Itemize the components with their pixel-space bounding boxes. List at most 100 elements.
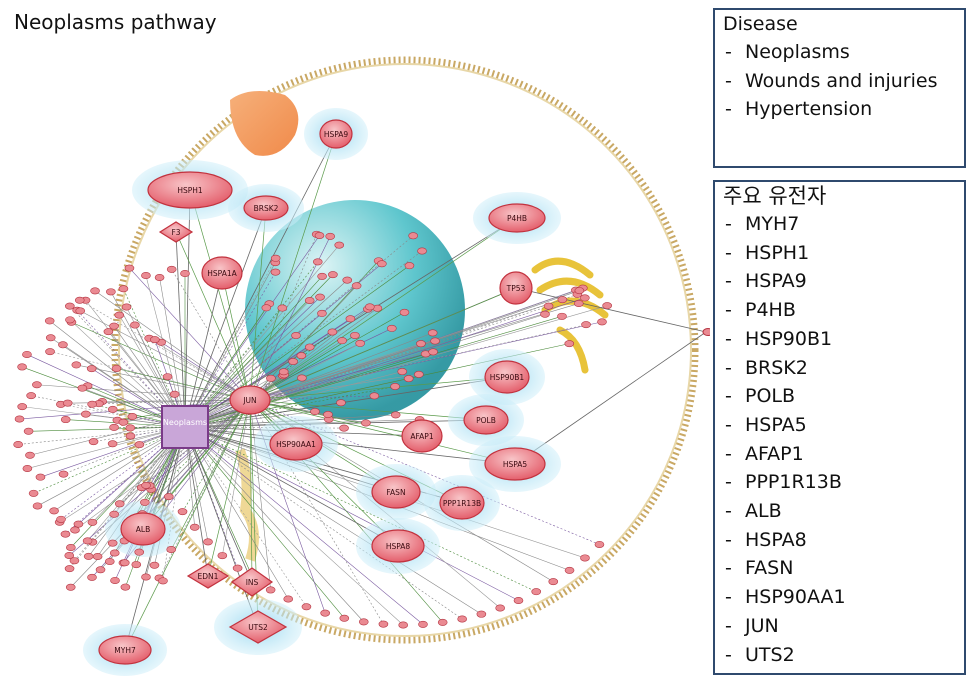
small-node[interactable] bbox=[22, 465, 33, 473]
small-node[interactable] bbox=[361, 419, 371, 427]
small-node[interactable] bbox=[328, 271, 338, 279]
small-node[interactable] bbox=[430, 337, 440, 345]
small-node[interactable] bbox=[130, 321, 140, 329]
small-node[interactable] bbox=[320, 609, 330, 617]
small-node[interactable] bbox=[261, 304, 272, 312]
small-node[interactable] bbox=[217, 552, 228, 560]
small-node[interactable] bbox=[317, 309, 327, 317]
small-node[interactable] bbox=[158, 577, 168, 585]
small-node[interactable] bbox=[17, 403, 27, 411]
small-node[interactable] bbox=[92, 553, 103, 561]
small-node[interactable] bbox=[291, 332, 301, 340]
small-node[interactable] bbox=[270, 268, 281, 276]
small-node[interactable] bbox=[574, 287, 585, 295]
small-node[interactable] bbox=[127, 413, 138, 421]
small-node[interactable] bbox=[304, 297, 315, 305]
hspa1a-node[interactable]: HSPA1A bbox=[201, 256, 243, 290]
small-node[interactable] bbox=[70, 526, 80, 534]
small-node[interactable] bbox=[266, 374, 276, 382]
small-node[interactable] bbox=[404, 262, 415, 270]
small-node[interactable] bbox=[169, 390, 180, 398]
small-node[interactable] bbox=[88, 438, 99, 446]
small-node[interactable] bbox=[140, 498, 150, 506]
small-node[interactable] bbox=[513, 596, 524, 604]
small-node[interactable] bbox=[109, 510, 119, 518]
small-node[interactable] bbox=[397, 368, 408, 376]
small-node[interactable] bbox=[351, 282, 362, 290]
small-node[interactable] bbox=[131, 561, 142, 569]
uts2-node[interactable]: UTS2 bbox=[228, 610, 288, 644]
small-node[interactable] bbox=[121, 303, 132, 311]
small-node[interactable] bbox=[457, 615, 467, 623]
small-node[interactable] bbox=[296, 352, 307, 360]
small-node[interactable] bbox=[325, 232, 336, 240]
small-node[interactable] bbox=[65, 302, 75, 310]
small-node[interactable] bbox=[109, 549, 120, 557]
small-node[interactable] bbox=[531, 588, 542, 596]
polb-node[interactable]: POLB bbox=[463, 405, 509, 435]
small-node[interactable] bbox=[23, 427, 34, 435]
small-node[interactable] bbox=[277, 304, 288, 312]
hspa8-node[interactable]: HSPA8 bbox=[371, 529, 425, 563]
small-node[interactable] bbox=[77, 384, 88, 392]
f3-node[interactable]: F3 bbox=[158, 221, 194, 243]
ppp1r13b-node[interactable]: PPP1R13B bbox=[439, 486, 485, 520]
hsp90aa1-node[interactable]: HSP90AA1 bbox=[269, 427, 323, 461]
small-node[interactable] bbox=[74, 296, 85, 304]
small-node[interactable] bbox=[297, 374, 307, 382]
small-node[interactable] bbox=[580, 554, 590, 562]
small-node[interactable] bbox=[56, 515, 66, 523]
small-node[interactable] bbox=[114, 500, 125, 508]
small-node[interactable] bbox=[45, 348, 55, 356]
small-node[interactable] bbox=[390, 382, 400, 390]
small-node[interactable] bbox=[315, 293, 325, 301]
small-node[interactable] bbox=[75, 307, 86, 315]
small-node[interactable] bbox=[314, 232, 325, 240]
small-node[interactable] bbox=[301, 603, 312, 611]
neoplasms-center-node[interactable]: Neoplasms bbox=[161, 405, 209, 449]
small-node[interactable] bbox=[399, 308, 410, 316]
small-node[interactable] bbox=[166, 265, 177, 273]
small-node[interactable] bbox=[110, 576, 120, 584]
small-node[interactable] bbox=[58, 470, 69, 478]
small-node[interactable] bbox=[355, 339, 365, 347]
small-node[interactable] bbox=[13, 440, 23, 448]
hsph1-node[interactable]: HSPH1 bbox=[147, 171, 233, 209]
small-node[interactable] bbox=[543, 302, 554, 310]
ins-node[interactable]: INS bbox=[230, 567, 274, 597]
small-node[interactable] bbox=[107, 405, 118, 413]
small-node[interactable] bbox=[232, 564, 243, 572]
small-node[interactable] bbox=[310, 408, 320, 416]
small-node[interactable] bbox=[22, 350, 32, 358]
small-node[interactable] bbox=[45, 334, 56, 342]
small-node[interactable] bbox=[60, 530, 71, 538]
small-node[interactable] bbox=[109, 423, 119, 431]
hsp90b1-node[interactable]: HSP90B1 bbox=[484, 360, 530, 394]
small-node[interactable] bbox=[65, 583, 76, 591]
small-node[interactable] bbox=[163, 493, 174, 501]
small-node[interactable] bbox=[581, 321, 591, 329]
small-node[interactable] bbox=[418, 620, 428, 628]
small-node[interactable] bbox=[437, 618, 448, 626]
small-node[interactable] bbox=[270, 254, 281, 262]
hspa5-node[interactable]: HSPA5 bbox=[484, 447, 546, 481]
afap1-node[interactable]: AFAP1 bbox=[401, 419, 443, 453]
small-node[interactable] bbox=[283, 595, 294, 603]
small-node[interactable] bbox=[417, 247, 427, 255]
small-node[interactable] bbox=[365, 303, 375, 311]
small-node[interactable] bbox=[134, 441, 145, 449]
small-node[interactable] bbox=[26, 392, 36, 400]
small-node[interactable] bbox=[557, 296, 568, 304]
small-node[interactable] bbox=[65, 316, 75, 324]
small-node[interactable] bbox=[69, 557, 80, 565]
small-node[interactable] bbox=[90, 287, 100, 295]
small-node[interactable] bbox=[103, 328, 114, 336]
small-node[interactable] bbox=[564, 566, 575, 574]
small-node[interactable] bbox=[416, 340, 426, 348]
small-node[interactable] bbox=[134, 548, 145, 556]
small-node[interactable] bbox=[476, 610, 487, 618]
small-node[interactable] bbox=[14, 415, 25, 423]
small-node[interactable] bbox=[119, 559, 130, 567]
small-node[interactable] bbox=[109, 322, 119, 330]
small-node[interactable] bbox=[304, 343, 315, 351]
